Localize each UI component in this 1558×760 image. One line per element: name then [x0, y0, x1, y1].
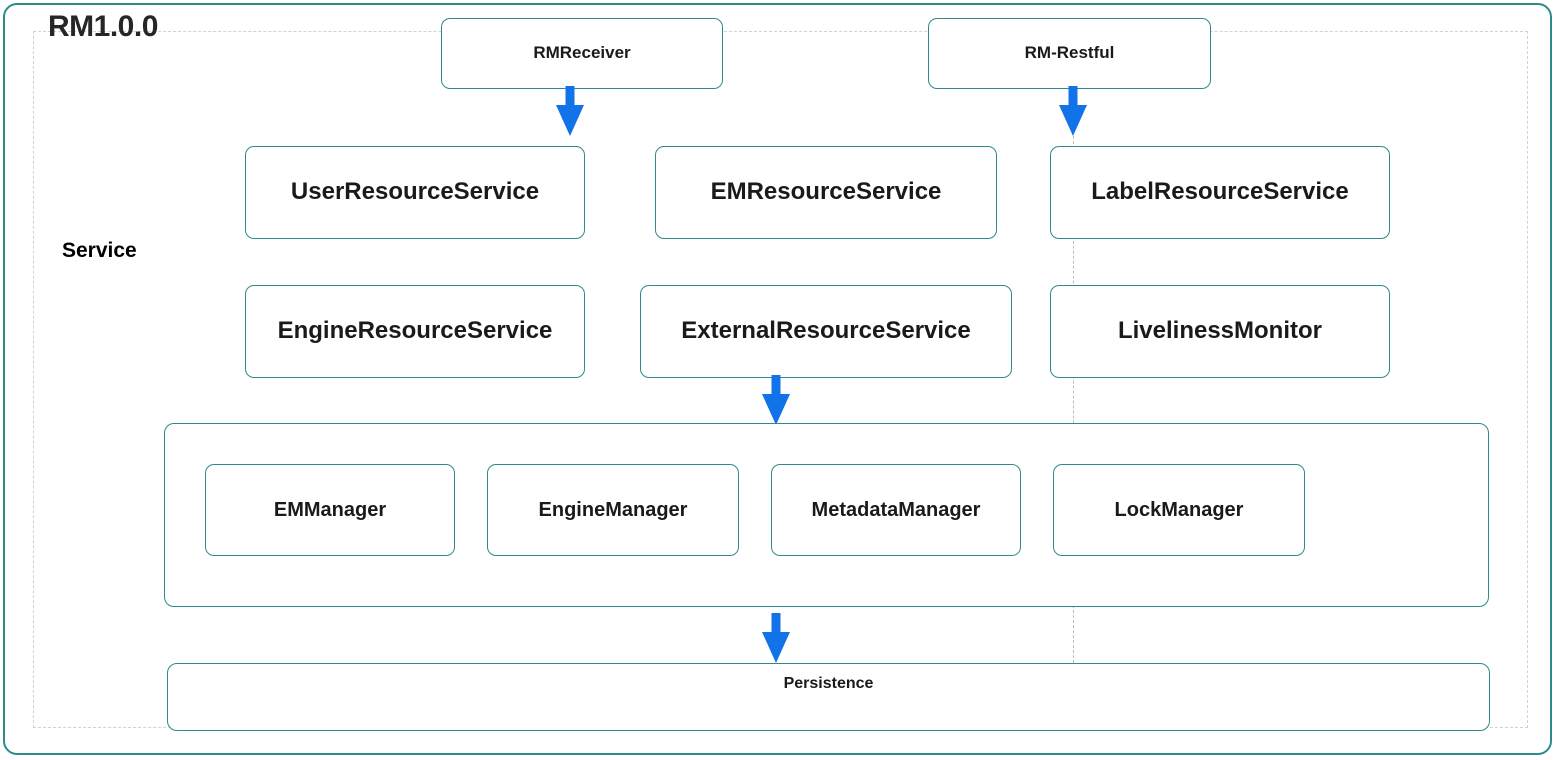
node-label: EMManager	[273, 499, 387, 521]
service-layer-label: Service	[62, 239, 137, 262]
node-label: Persistence	[783, 675, 874, 692]
node-label: ExternalResourceService	[681, 317, 971, 345]
node-label: LivelinessMonitor	[1117, 317, 1323, 345]
node-liveliness-monitor[interactable]: LivelinessMonitor	[1050, 285, 1390, 378]
page-title: RM1.0.0	[48, 10, 158, 43]
node-em-resource-service[interactable]: EMResourceService	[655, 146, 997, 239]
arrow-externalresourceservice-to-managers	[758, 375, 794, 425]
node-lock-manager[interactable]: LockManager	[1053, 464, 1305, 556]
node-external-resource-service[interactable]: ExternalResourceService	[640, 285, 1012, 378]
node-persistence[interactable]: Persistence	[167, 663, 1490, 731]
node-label: RM-Restful	[1024, 43, 1115, 63]
node-label: UserResourceService	[290, 178, 540, 206]
node-rm-receiver[interactable]: RMReceiver	[441, 18, 723, 89]
node-label: EngineManager	[538, 499, 688, 521]
node-label: EMResourceService	[710, 178, 942, 206]
node-label-resource-service[interactable]: LabelResourceService	[1050, 146, 1390, 239]
node-label: EngineResourceService	[277, 317, 553, 345]
outer-frame	[3, 3, 1552, 755]
arrow-managers-to-persistence	[758, 613, 794, 663]
node-engine-manager[interactable]: EngineManager	[487, 464, 739, 556]
node-engine-resource-service[interactable]: EngineResourceService	[245, 285, 585, 378]
node-metadata-manager[interactable]: MetadataManager	[771, 464, 1021, 556]
node-label: LockManager	[1114, 499, 1244, 521]
node-em-manager[interactable]: EMManager	[205, 464, 455, 556]
node-label: MetadataManager	[811, 499, 981, 521]
node-label: RMReceiver	[533, 43, 631, 63]
node-user-resource-service[interactable]: UserResourceService	[245, 146, 585, 239]
node-label: LabelResourceService	[1091, 178, 1349, 206]
arrow-rmreceiver-to-userresourceservice	[552, 86, 588, 136]
node-rm-restful[interactable]: RM-Restful	[928, 18, 1211, 89]
arrow-rmrestful-to-labelresourceservice	[1055, 86, 1091, 136]
dashed-vertical-divider	[1073, 31, 1074, 728]
